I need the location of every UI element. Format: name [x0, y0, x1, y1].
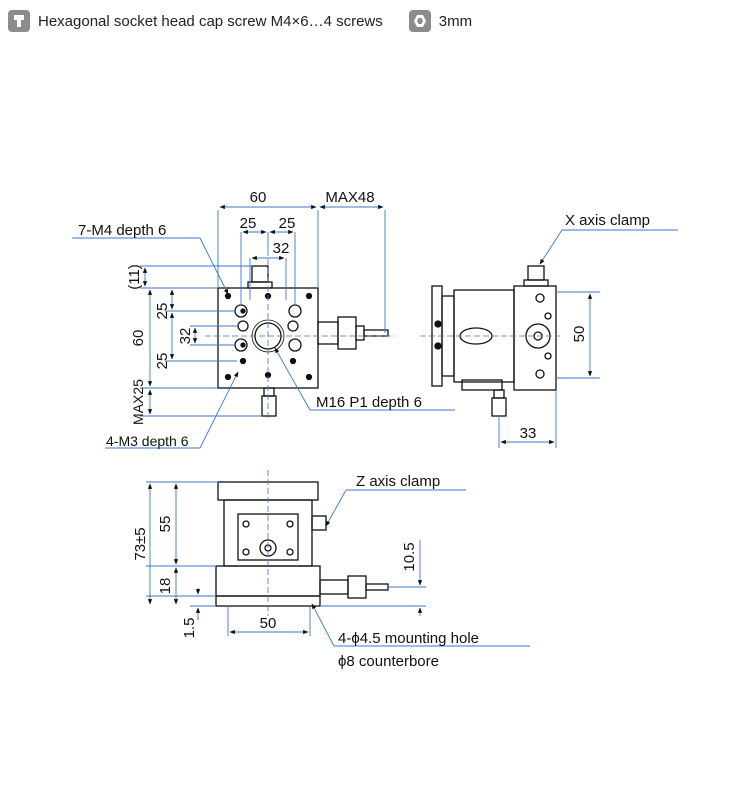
front-view-dimensions: [146, 481, 530, 647]
dim-front-73: 73±5: [132, 527, 149, 560]
callout-x-clamp: X axis clamp: [565, 212, 650, 229]
callout-m16: M16 P1 depth 6: [316, 394, 422, 411]
dim-top-25b: 25: [279, 215, 296, 232]
dim-top-60: 60: [250, 189, 267, 206]
callout-mount-hole: 4-ϕ4.5 mounting hole: [338, 630, 479, 647]
dim-left-60: 60: [130, 330, 147, 347]
dim-top-25a: 25: [240, 215, 257, 232]
side-view: [420, 265, 560, 417]
front-view-labels: Z axis clamp 73±5 55 18 1.5 50 10.5 4-ϕ4…: [132, 473, 479, 670]
top-view-labels: 60 MAX48 25 25 32 7-M4 depth 6 4-M3 dept…: [78, 189, 422, 449]
screw-spec-text: Hexagonal socket head cap screw M4×6…4 s…: [38, 12, 383, 30]
callout-counterbore: ϕ8 counterbore: [338, 653, 439, 670]
dim-side-33: 33: [520, 425, 537, 442]
dim-left-25b: 25: [154, 353, 171, 370]
dim-front-55: 55: [157, 516, 174, 533]
dim-left-max25: MAX25: [130, 379, 146, 425]
front-view: [215, 470, 389, 616]
side-view-labels: X axis clamp 50 33: [520, 212, 650, 442]
top-view-dimensions: [72, 204, 455, 449]
callout-m3: 4-M3 depth 6: [106, 433, 189, 449]
dim-top-32: 32: [273, 240, 290, 257]
dim-front-10-5: 10.5: [401, 542, 418, 571]
dim-max48: MAX48: [325, 189, 374, 206]
dim-left-25a: 25: [154, 303, 171, 320]
wrench-size-text: 3mm: [438, 12, 473, 30]
dim-front-50: 50: [260, 615, 277, 632]
callout-m4: 7-M4 depth 6: [78, 222, 166, 239]
top-view: [205, 250, 395, 420]
dim-front-1-5: 1.5: [181, 618, 198, 639]
dim-left-32: 32: [177, 328, 194, 345]
dim-front-18: 18: [157, 578, 174, 595]
hex-wrench-icon: [408, 10, 431, 32]
dim-side-50: 50: [571, 326, 588, 343]
dim-left-11: (11): [126, 264, 143, 290]
callout-z-clamp: Z axis clamp: [356, 473, 440, 490]
header-bar: Hexagonal socket head cap screw M4×6…4 s…: [8, 8, 472, 34]
side-view-dimensions: [498, 229, 678, 448]
screw-icon: [8, 10, 30, 32]
